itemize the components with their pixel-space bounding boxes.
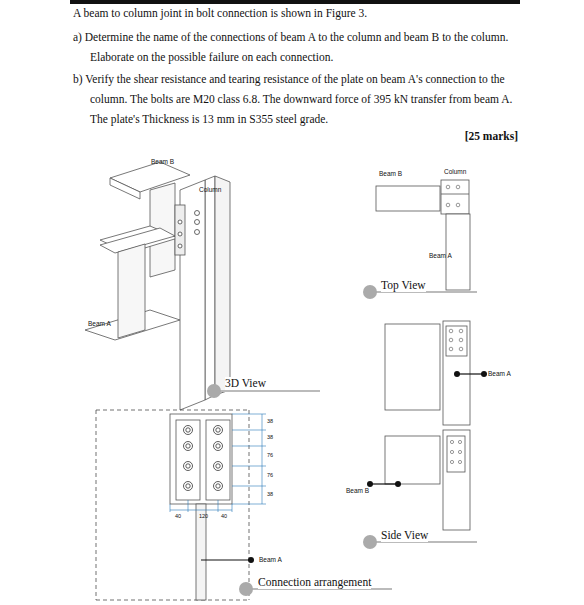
dimension: 38 xyxy=(267,434,273,440)
question-text: A beam to column joint in bolt connectio… xyxy=(73,7,367,20)
bolt xyxy=(214,462,223,471)
view-title: Connection arrangement xyxy=(258,576,371,589)
question-text: a) Determine the name of the connections… xyxy=(73,27,518,67)
part-label: Column xyxy=(199,186,221,193)
bolt xyxy=(186,428,190,432)
bolt xyxy=(214,442,223,451)
dimension: 38 xyxy=(267,491,273,497)
part-label: Beam B xyxy=(379,170,402,177)
bolt xyxy=(186,444,190,448)
part-label: Beam A xyxy=(429,252,452,259)
part-label: Column xyxy=(444,168,466,175)
bolt xyxy=(214,482,223,491)
bolt xyxy=(186,464,190,468)
dimension: 76 xyxy=(267,472,273,478)
bolt xyxy=(184,462,193,471)
bolt xyxy=(214,426,223,435)
dimension: 40 xyxy=(175,513,181,519)
dimension: 76 xyxy=(267,452,273,458)
bolt xyxy=(184,442,193,451)
part-label: Beam A xyxy=(259,556,282,563)
question-text: b) Verify the shear resistance and teari… xyxy=(73,69,518,129)
bolt xyxy=(184,482,193,491)
dimension: 40 xyxy=(221,513,227,519)
dimension: 38 xyxy=(267,418,273,424)
view-title: 3D View xyxy=(225,377,266,390)
bolt xyxy=(216,428,220,432)
bolt xyxy=(216,444,220,448)
marks: [25 marks] xyxy=(465,130,518,143)
part-label: Beam B xyxy=(346,487,369,494)
bolt xyxy=(186,484,190,488)
bolt xyxy=(184,426,193,435)
part-label: Beam A xyxy=(88,320,111,327)
part-label: Beam B xyxy=(151,158,174,165)
dimension: 120 xyxy=(199,513,208,519)
view-title: Top View xyxy=(381,279,426,292)
view-title: Side View xyxy=(381,529,428,542)
bolt xyxy=(216,464,220,468)
bolt xyxy=(216,484,220,488)
part-label: Beam A xyxy=(488,370,511,377)
